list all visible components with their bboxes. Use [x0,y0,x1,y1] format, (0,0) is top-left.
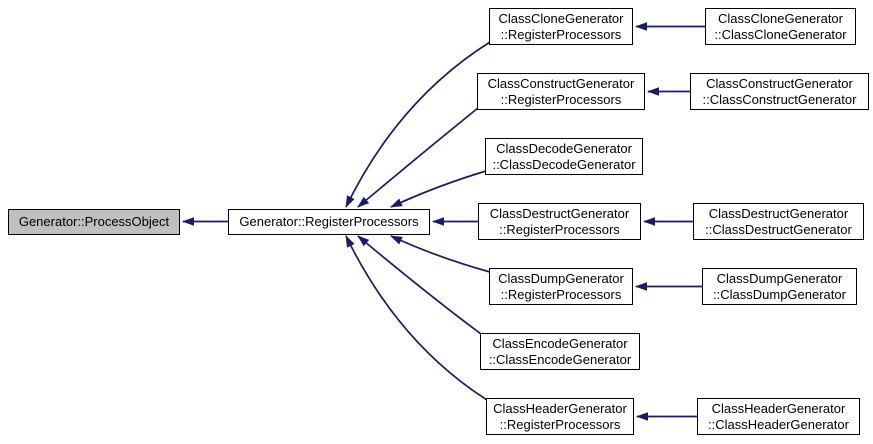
node-class-construct-generator-constructor[interactable]: ClassConstructGenerator ::ClassConstruct… [690,73,869,110]
edge-decode-ctor-to-registerprocessors [390,170,487,208]
edge-clone-register-to-registerprocessors [345,41,491,208]
node-generator-process-object[interactable]: Generator::ProcessObject [8,209,180,235]
node-class-construct-generator-register-processors[interactable]: ClassConstructGenerator ::RegisterProces… [477,73,645,110]
node-class-header-generator-register-processors[interactable]: ClassHeaderGenerator ::RegisterProcessor… [486,398,634,435]
edge-construct-register-to-registerprocessors [357,107,479,208]
node-class-encode-generator-constructor[interactable]: ClassEncodeGenerator ::ClassEncodeGenera… [480,333,640,370]
edge-dump-register-to-registerprocessors [390,235,491,273]
node-class-dump-generator-constructor[interactable]: ClassDumpGenerator ::ClassDumpGenerator [702,268,857,305]
node-class-clone-generator-constructor[interactable]: ClassCloneGenerator ::ClassCloneGenerato… [705,8,856,45]
node-class-dump-generator-register-processors[interactable]: ClassDumpGenerator ::RegisterProcessors [489,268,633,305]
node-class-clone-generator-register-processors[interactable]: ClassCloneGenerator ::RegisterProcessors [489,8,633,45]
node-class-destruct-generator-register-processors[interactable]: ClassDestructGenerator ::RegisterProcess… [478,203,641,240]
node-class-destruct-generator-constructor[interactable]: ClassDestructGenerator ::ClassDestructGe… [693,203,864,240]
node-class-header-generator-constructor[interactable]: ClassHeaderGenerator ::ClassHeaderGenera… [697,398,860,435]
node-generator-register-processors[interactable]: Generator::RegisterProcessors [228,209,430,235]
edge-encode-ctor-to-registerprocessors [357,235,482,335]
node-class-decode-generator-constructor[interactable]: ClassDecodeGenerator ::ClassDecodeGenera… [485,138,643,175]
edge-header-register-to-registerprocessors [345,235,488,401]
